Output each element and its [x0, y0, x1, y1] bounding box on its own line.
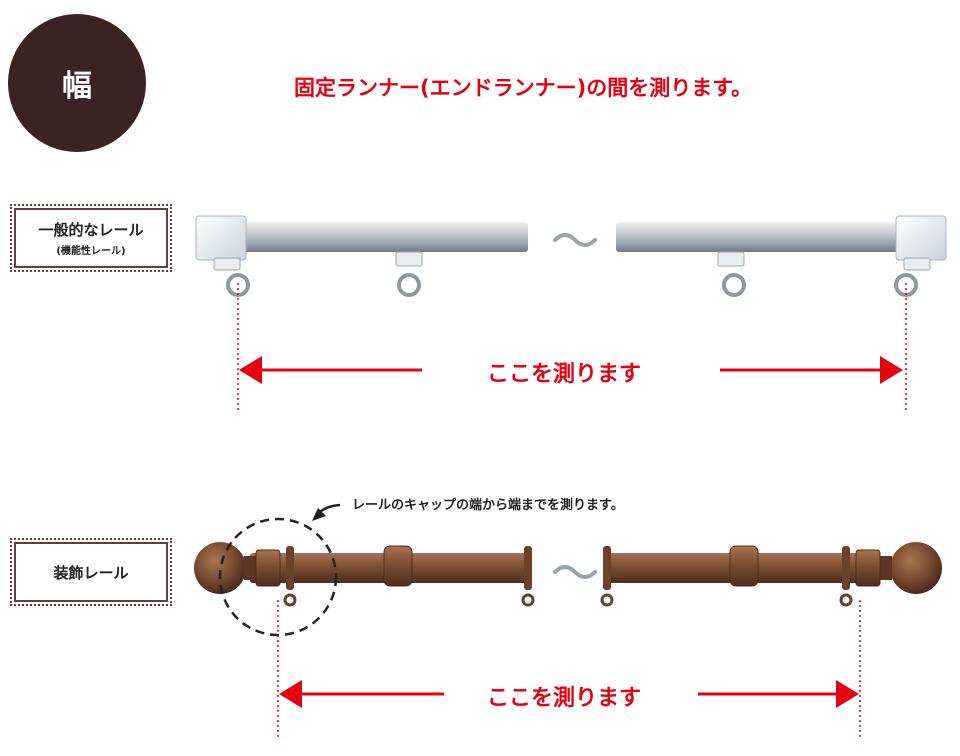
- arrow-left-icon-2: [279, 680, 444, 708]
- measure-label-decorative: ここを測ります: [487, 686, 642, 711]
- rail-right-segment: [616, 222, 904, 252]
- tilde-icon-2: [553, 565, 597, 579]
- measure-label-standard: ここを測ります: [487, 362, 642, 387]
- headline: 固定ランナー(エンドランナー)の間を測ります。: [294, 76, 753, 100]
- arrow-right-icon-2: [698, 680, 859, 708]
- collar-left-a: [244, 556, 256, 580]
- rail-left-segment: [210, 222, 528, 252]
- curved-arrow-icon: [312, 503, 341, 521]
- collar-right-a: [880, 556, 892, 580]
- decorative-rail: [194, 503, 942, 740]
- ring-right-end: [839, 546, 853, 607]
- bracket-left: [383, 545, 413, 587]
- end-cap-left: [195, 215, 247, 261]
- bracket-right: [729, 545, 759, 587]
- tilde-icon: [553, 233, 597, 247]
- collar-right-b: [855, 549, 881, 587]
- standard-rail: [195, 215, 947, 412]
- end-runner-right: [894, 257, 931, 297]
- arrow-left-icon: [239, 356, 422, 384]
- label-box-standard-rail: 一般的なレール (機能性レール): [10, 204, 172, 272]
- badge-label: 幅: [62, 69, 92, 104]
- finial-right: [890, 542, 942, 594]
- runner-middle-right: [717, 251, 746, 297]
- collar-left-b: [255, 549, 281, 587]
- ring-right-mid: [600, 546, 614, 607]
- ring-left-end: [283, 546, 297, 607]
- label-decorative-rail: 装飾レール: [53, 563, 129, 582]
- label-standard-rail-sub: (機能性レール): [56, 246, 126, 257]
- cap-note: レールのキャップの端から端までを測ります。: [352, 498, 624, 513]
- width-badge: 幅: [8, 14, 146, 152]
- end-runner-left: [213, 257, 250, 297]
- runner-middle-left: [395, 251, 423, 297]
- end-cap-right: [895, 215, 947, 261]
- label-box-decorative-rail: 装飾レール: [10, 538, 172, 606]
- ring-left-mid: [521, 546, 535, 607]
- arrow-right-icon: [720, 356, 903, 384]
- label-standard-rail: 一般的なレール: [38, 221, 144, 239]
- finial-left: [194, 542, 246, 594]
